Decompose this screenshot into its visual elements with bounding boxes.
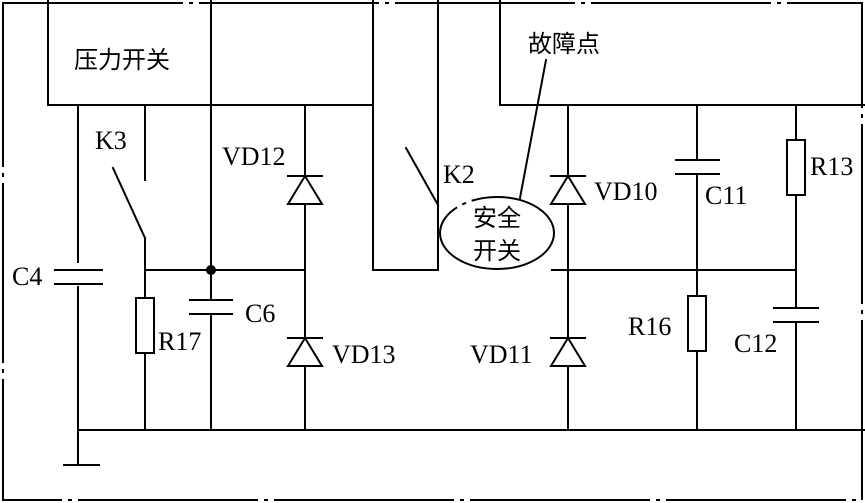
k3-label: K3 xyxy=(95,126,127,155)
top-right-box xyxy=(372,0,865,271)
diode-vd11: VD11 xyxy=(470,336,587,431)
r17-label: R17 xyxy=(158,327,201,356)
capacitor-c11: C11 xyxy=(675,104,747,297)
c11-label: C11 xyxy=(705,181,747,210)
fault-point-label: 故障点 xyxy=(528,30,600,58)
diode-vd10: VD10 xyxy=(549,104,658,339)
vd10-label: VD10 xyxy=(594,177,658,206)
c12-label: C12 xyxy=(734,329,777,358)
pressure-switch-label: 压力开关 xyxy=(74,46,170,74)
diode-vd12: VD12 xyxy=(222,104,324,339)
switch-k2: K2 xyxy=(404,0,475,271)
resistor-r17: R17 xyxy=(135,297,201,431)
safety-switch-label-line1: 安全 xyxy=(473,204,521,232)
c4-label: C4 xyxy=(12,262,42,291)
r16-label: R16 xyxy=(628,312,671,341)
resistor-r16: R16 xyxy=(628,295,707,431)
switch-k3: K3 xyxy=(95,104,147,299)
r13-label: R13 xyxy=(810,152,853,181)
k2-label: K2 xyxy=(443,160,475,189)
left-node xyxy=(144,265,306,275)
resistor-r13: R13 xyxy=(786,104,853,309)
fault-point-callout: 故障点 xyxy=(518,30,600,200)
vd11-label: VD11 xyxy=(470,340,533,369)
capacitor-c12: C12 xyxy=(734,307,819,431)
vd13-label: VD13 xyxy=(332,340,396,369)
safety-switch: 安全 开关 xyxy=(439,196,555,270)
c6-label: C6 xyxy=(245,299,275,328)
diode-vd13: VD13 xyxy=(286,336,396,431)
vd12-label: VD12 xyxy=(222,142,286,171)
capacitor-c4: C4 xyxy=(12,262,103,291)
pressure-switch-box: 压力开关 xyxy=(47,0,374,106)
bottom-bus xyxy=(63,104,865,466)
capacitor-c6: C6 xyxy=(189,104,275,431)
safety-switch-label-line2: 开关 xyxy=(473,237,521,265)
